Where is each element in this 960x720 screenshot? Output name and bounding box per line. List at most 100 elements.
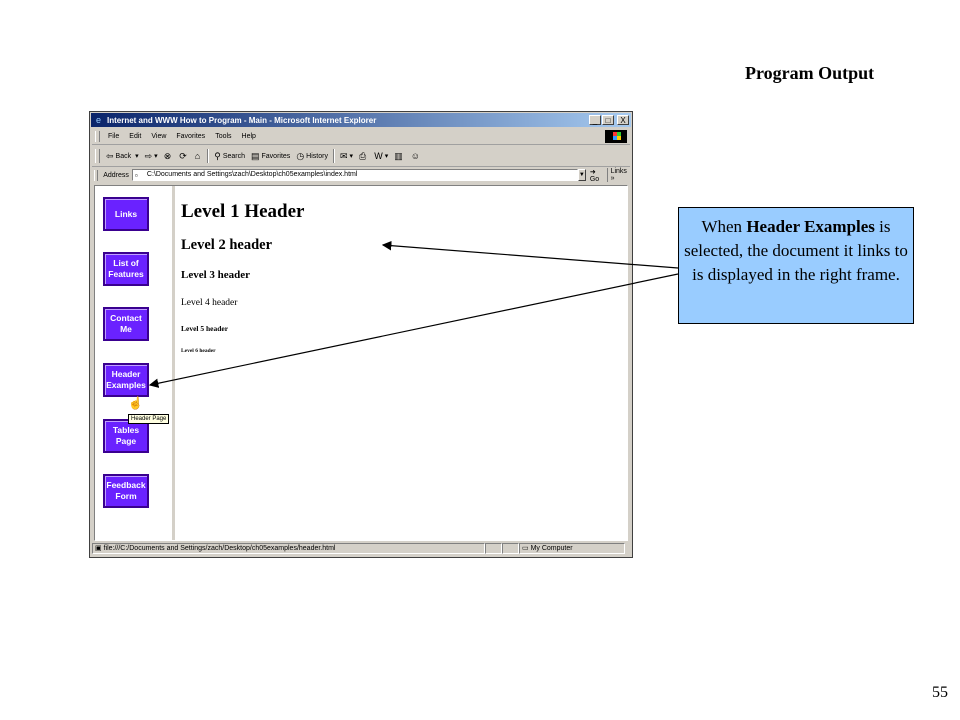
callout-text-end: is selected, the document it links to is…	[684, 217, 908, 284]
address-dropdown-button[interactable]: ▼	[577, 169, 586, 181]
favorites-folder-icon: ▤	[251, 150, 260, 161]
home-icon: ⌂	[194, 151, 201, 161]
level-4-header: Level 4 header	[181, 298, 238, 308]
search-label: Search	[222, 152, 245, 160]
level-3-header: Level 3 header	[181, 269, 251, 281]
links-label: Links	[610, 168, 627, 175]
toolbar-separator	[207, 149, 210, 163]
page-icon: ▣	[95, 545, 102, 552]
nav-button-list-of-features[interactable]: List of Features	[103, 252, 149, 286]
callout-text-bold: Header Examples	[746, 217, 875, 236]
address-value: C:\Documents and Settings\zach\Desktop\c…	[146, 171, 358, 178]
menu-tools[interactable]: Tools	[215, 133, 232, 140]
menu-help[interactable]: Help	[241, 133, 256, 140]
level-2-header: Level 2 header	[181, 237, 273, 253]
window-title: Internet and WWW How to Program - Main -…	[107, 115, 377, 125]
page-icon: ▫	[134, 171, 138, 180]
standard-toolbar: ⇦Back▾ ⇨▾ ⊗ ⟳ ⌂ ⚲Search ▤Favorites ◷Hist…	[92, 146, 630, 167]
page-number: 55	[932, 684, 948, 701]
menu-bar: File Edit View Favorites Tools Help	[92, 129, 630, 145]
stop-button[interactable]: ⊗	[161, 151, 177, 162]
arrow-to-header-examples	[148, 273, 679, 388]
status-zone: My Computer	[530, 545, 573, 552]
toolbar-grip[interactable]	[95, 131, 100, 142]
level-6-header: Level 6 header	[181, 348, 216, 354]
search-button[interactable]: ⚲Search	[211, 151, 248, 162]
maximize-button[interactable]: □	[602, 115, 614, 125]
close-button[interactable]: X	[617, 115, 629, 125]
status-url-cell: ▣ file:///C:/Documents and Settings/zach…	[92, 543, 485, 554]
favorites-label: Favorites	[261, 152, 291, 160]
discuss-button[interactable]: ▥	[391, 151, 408, 162]
menu-edit[interactable]: Edit	[129, 133, 142, 140]
go-button[interactable]: ➜ Go	[586, 168, 607, 183]
address-bar: Address ▫ C:\Documents and Settings\zach\…	[92, 168, 630, 183]
computer-icon: ▭	[522, 545, 529, 552]
edit-button[interactable]: W▾	[374, 151, 389, 161]
level-5-header: Level 5 header	[181, 324, 229, 333]
address-input[interactable]: ▫ C:\Documents and Settings\zach\Desktop\…	[131, 169, 578, 181]
nav-button-links[interactable]: Links	[103, 197, 149, 231]
forward-dropdown-icon[interactable]: ▾	[154, 153, 158, 160]
print-icon: ⎙	[359, 150, 367, 161]
stop-icon: ⊗	[163, 150, 172, 161]
mail-icon: ✉	[339, 150, 348, 161]
nav-button-header-examples[interactable]: Header Examples	[103, 363, 149, 397]
frameset: Links List of Features Contact Me Header…	[94, 185, 628, 541]
refresh-icon: ⟳	[179, 150, 187, 161]
history-icon: ◷	[296, 150, 305, 161]
back-dropdown-icon[interactable]: ▾	[135, 153, 139, 160]
links-toolbar[interactable]: Links »	[606, 168, 630, 182]
refresh-button[interactable]: ⟳	[176, 151, 192, 162]
mail-button[interactable]: ✉▾	[339, 150, 354, 161]
nav-button-feedback-form[interactable]: Feedback Form	[103, 474, 149, 508]
nav-button-contact-me[interactable]: Contact Me	[103, 307, 149, 341]
navigation-frame: Links List of Features Contact Me Header…	[95, 186, 175, 540]
browser-window: e Internet and WWW How to Program - Main…	[89, 111, 633, 558]
toolbar-grip[interactable]	[94, 169, 99, 181]
go-label: Go	[589, 175, 600, 183]
toolbar-grip[interactable]	[95, 149, 100, 163]
title-bar[interactable]: e Internet and WWW How to Program - Main…	[91, 113, 631, 127]
go-arrow-icon: ➜	[589, 168, 596, 176]
chevron-right-icon: »	[610, 175, 615, 182]
content-frame: Level 1 Header Level 2 header Level 3 he…	[175, 186, 627, 540]
back-label: Back	[115, 152, 132, 160]
menu-favorites[interactable]: Favorites	[176, 133, 206, 140]
arrow-to-level-2-header	[381, 240, 679, 269]
callout-text-start: When	[701, 217, 747, 236]
slide-title: Program Output	[745, 63, 875, 83]
tooltip: Header Page	[128, 414, 170, 424]
nav-button-tables-page[interactable]: Tables Page	[103, 419, 149, 453]
home-button[interactable]: ⌂	[192, 151, 205, 161]
messenger-button[interactable]: ☺	[408, 151, 425, 161]
status-zone-cell: ▭ My Computer	[519, 543, 625, 554]
hand-cursor-icon: ☝	[128, 396, 143, 410]
menu-file[interactable]: File	[108, 133, 120, 140]
menu-view[interactable]: View	[151, 133, 167, 140]
messenger-icon: ☺	[410, 151, 420, 161]
forward-button[interactable]: ⇨▾	[142, 151, 161, 162]
discuss-icon: ▥	[394, 150, 403, 161]
toolbar-separator	[332, 149, 335, 163]
history-label: History	[306, 152, 328, 160]
address-label: Address	[103, 171, 129, 179]
windows-logo-icon	[605, 130, 627, 143]
favorites-button[interactable]: ▤Favorites	[248, 151, 293, 162]
forward-arrow-icon: ⇨	[144, 150, 153, 161]
search-icon: ⚲	[214, 150, 221, 161]
ie-logo-icon: e	[95, 114, 101, 125]
status-bar: ▣ file:///C:/Documents and Settings/zach…	[92, 542, 630, 555]
status-url: file:///C:/Documents and Settings/zach/D…	[103, 545, 336, 552]
back-arrow-icon: ⇦	[106, 150, 114, 161]
word-edit-icon: W	[374, 151, 383, 161]
status-secure-cell	[502, 543, 519, 554]
status-progress-cell	[485, 543, 502, 554]
explanation-callout: When Header Examples is selected, the do…	[678, 207, 914, 324]
print-button[interactable]: ⎙	[356, 151, 371, 162]
level-1-header: Level 1 Header	[181, 201, 305, 222]
history-button[interactable]: ◷History	[293, 151, 331, 162]
minimize-button[interactable]: _	[589, 115, 601, 125]
back-button[interactable]: ⇦Back▾	[103, 151, 142, 162]
